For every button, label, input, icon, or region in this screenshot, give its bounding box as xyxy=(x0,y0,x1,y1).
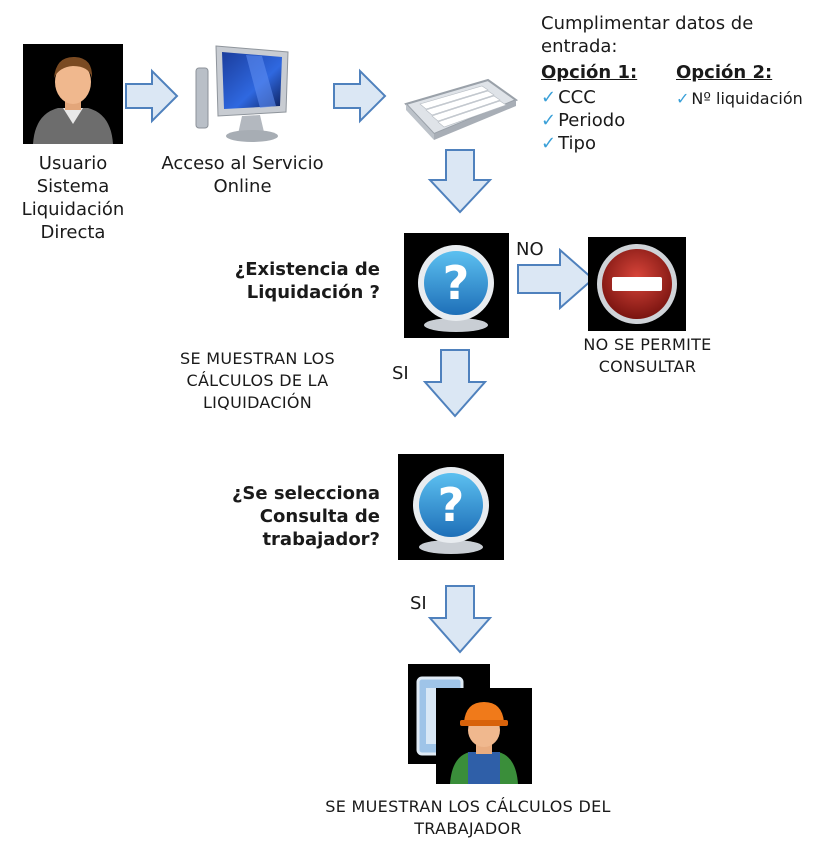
svg-text:?: ? xyxy=(443,256,470,310)
arrow-right xyxy=(125,68,179,124)
access-label-line: Online xyxy=(213,176,272,197)
access-label: Acceso al Servicio Online xyxy=(160,152,325,198)
user-label-line: Sistema xyxy=(36,176,110,197)
deny-label-line: NO SE PERMITE xyxy=(583,335,712,354)
question-line: ¿Se selecciona xyxy=(231,483,380,504)
user-label-line: Usuario xyxy=(38,153,108,174)
edge-si-label-2: SI xyxy=(410,593,427,614)
result1-label-line: SE MUESTRAN LOS xyxy=(180,349,335,368)
result2-label: SE MUESTRAN LOS CÁLCULOS DEL TRABAJADOR xyxy=(268,796,668,840)
option2-list: ✓Nº liquidación xyxy=(676,88,803,110)
input-title-line: Cumplimentar datos de xyxy=(541,13,754,34)
question-icon: ? xyxy=(404,233,509,338)
worker-icon xyxy=(436,688,532,784)
svg-text:?: ? xyxy=(438,478,465,532)
user-label-line: Directa xyxy=(40,222,106,243)
question-icon: ? xyxy=(398,454,504,560)
edge-si-label-1: SI xyxy=(392,363,409,384)
check-icon: ✓ xyxy=(541,133,557,154)
user-label-line: Liquidación xyxy=(21,199,125,220)
arrow-down xyxy=(422,349,488,418)
question-line: Consulta de xyxy=(259,506,380,527)
access-label-line: Acceso al Servicio xyxy=(161,153,324,174)
edge-no-label: NO xyxy=(516,239,544,260)
decision2-question: ¿Se selecciona Consulta de trabajador? xyxy=(170,482,380,551)
decision1-question: ¿Existencia de Liquidación ? xyxy=(180,258,380,304)
arrow-right xyxy=(333,68,387,124)
user-icon xyxy=(23,44,123,144)
check-icon: ✓ xyxy=(541,110,557,131)
check-icon: ✓ xyxy=(676,89,690,108)
question-line: ¿Existencia de xyxy=(234,259,380,280)
input-title: Cumplimentar datos de entrada: xyxy=(541,12,831,58)
deny-label: NO SE PERMITE CONSULTAR xyxy=(560,334,735,378)
option1-list: ✓CCC ✓Periodo ✓Tipo xyxy=(541,86,625,155)
result1-label-line: LIQUIDACIÓN xyxy=(202,393,313,412)
result1-label: SE MUESTRAN LOS CÁLCULOS DE LA LIQUIDACI… xyxy=(150,348,365,414)
option2-heading: Opción 2: xyxy=(676,62,773,83)
check-icon: ✓ xyxy=(541,87,557,108)
computer-icon xyxy=(190,40,295,145)
option2-item: ✓Nº liquidación xyxy=(676,89,803,108)
user-label: Usuario Sistema Liquidación Directa xyxy=(0,152,146,244)
no-entry-icon xyxy=(588,237,686,331)
result2-label-line: SE MUESTRAN LOS CÁLCULOS DEL xyxy=(325,797,611,816)
result2-label-line: TRABAJADOR xyxy=(414,819,522,838)
question-line: Liquidación ? xyxy=(246,282,380,303)
input-title-line: entrada: xyxy=(541,36,618,57)
option1-item: ✓Tipo xyxy=(541,133,596,154)
arrow-right xyxy=(517,248,595,310)
keyboard-icon xyxy=(400,72,520,144)
result1-label-line: CÁLCULOS DE LA xyxy=(186,371,329,390)
option1-item: ✓CCC xyxy=(541,87,596,108)
deny-label-line: CONSULTAR xyxy=(598,357,697,376)
option1-heading: Opción 1: xyxy=(541,62,638,83)
arrow-down xyxy=(427,585,493,654)
arrow-down xyxy=(427,149,493,214)
question-line: trabajador? xyxy=(262,529,380,550)
option1-item: ✓Periodo xyxy=(541,110,626,131)
